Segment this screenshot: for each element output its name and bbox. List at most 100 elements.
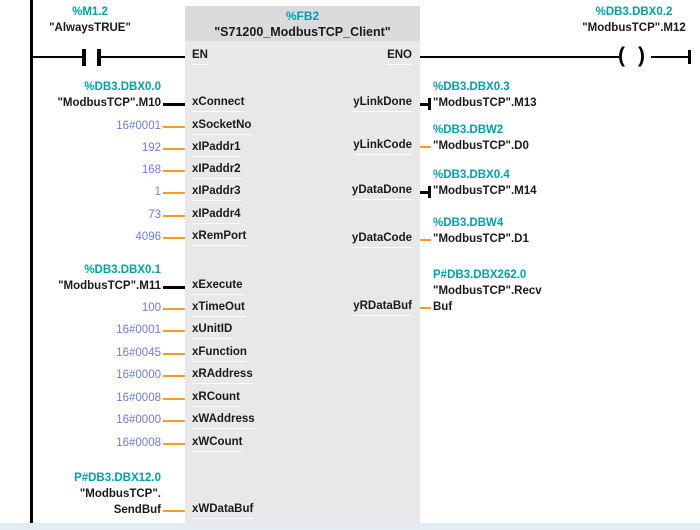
operand-line[interactable]: 100 [141, 302, 161, 314]
operand-xFunction[interactable]: 16#0045 [6, 345, 161, 361]
operand-line[interactable]: 192 [141, 142, 161, 154]
operand-xRAddress[interactable]: 16#0000 [6, 367, 161, 383]
operand-yLinkCode[interactable]: %DB3.DBW2 "ModbusTCP".D0 [433, 122, 613, 154]
operand-line[interactable]: 16#0000 [116, 414, 161, 426]
pin-xSocketNo[interactable]: xSocketNo [192, 118, 252, 135]
operand-line[interactable]: %DB3.DBX0.3 [433, 81, 510, 93]
pin-en[interactable]: EN [192, 48, 208, 65]
operand-line[interactable]: %DB3.DBW2 [433, 124, 504, 136]
fb-block-title[interactable]: "S71200_ModbusTCP_Client" [214, 25, 391, 39]
fb-instance-address[interactable]: %FB2 [285, 9, 320, 23]
operand-line[interactable]: 73 [148, 209, 161, 221]
operand-xExecute[interactable]: %DB3.DBX0.1 "ModbusTCP".M11 [6, 262, 161, 294]
operand-xIPaddr2[interactable]: 168 [6, 162, 161, 178]
operand-xSocketNo[interactable]: 16#0001 [6, 118, 161, 134]
output-wire-yDataCode [420, 239, 431, 241]
operand-xWCount[interactable]: 16#0008 [6, 435, 161, 451]
operand-line[interactable]: "ModbusTCP". [79, 488, 161, 500]
pin-yLinkDone[interactable]: yLinkDone [353, 95, 412, 112]
operand-xIPaddr1[interactable]: 192 [6, 140, 161, 156]
input-wire-xWAddress [163, 420, 185, 422]
contact-name[interactable]: "AlwaysTRUE" [49, 22, 131, 34]
operand-xConnect[interactable]: %DB3.DBX0.0 "ModbusTCP".M10 [6, 79, 161, 111]
operand-line[interactable]: "ModbusTCP".D0 [433, 140, 529, 152]
operand-line[interactable]: %DB3.DBX0.0 [84, 81, 161, 93]
operand-yDataCode[interactable]: %DB3.DBW4 "ModbusTCP".D1 [433, 215, 613, 247]
operand-line[interactable]: 1 [154, 186, 161, 198]
pin-xConnect[interactable]: xConnect [192, 95, 245, 112]
pin-xFunction[interactable]: xFunction [192, 345, 247, 362]
pin-eno[interactable]: ENO [387, 48, 412, 65]
output-wire-yDataDone [420, 191, 429, 194]
power-rail [30, 0, 33, 523]
operand-line[interactable]: "ModbusTCP".M10 [57, 97, 161, 109]
operand-yDataDone[interactable]: %DB3.DBX0.4 "ModbusTCP".M14 [433, 167, 613, 199]
pin-yDataCode[interactable]: yDataCode [351, 231, 412, 248]
operand-line[interactable]: 4096 [135, 231, 161, 243]
coil-operand[interactable]: %DB3.DBX0.2 "ModbusTCP".M12 [568, 4, 700, 36]
pin-xIPaddr3[interactable]: xIPaddr3 [192, 184, 241, 201]
pin-xRAddress[interactable]: xRAddress [192, 367, 253, 384]
operand-line[interactable]: "ModbusTCP".M13 [433, 97, 537, 109]
operand-yLinkDone[interactable]: %DB3.DBX0.3 "ModbusTCP".M13 [433, 79, 613, 111]
operand-line[interactable]: "ModbusTCP".M11 [58, 280, 161, 292]
pin-xIPaddr1[interactable]: xIPaddr1 [192, 140, 241, 157]
operand-line[interactable]: 16#0001 [116, 324, 161, 336]
operand-xRCount[interactable]: 16#0008 [6, 390, 161, 406]
pin-xExecute[interactable]: xExecute [192, 278, 243, 295]
operand-line[interactable]: 16#0001 [116, 120, 161, 132]
operand-line[interactable]: %DB3.DBW4 [433, 217, 504, 229]
operand-line[interactable]: %DB3.DBX0.4 [433, 169, 510, 181]
input-wire-xIPaddr2 [163, 170, 185, 172]
operand-line[interactable]: P#DB3.DBX12.0 [74, 472, 161, 484]
operand-line[interactable]: P#DB3.DBX262.0 [433, 269, 527, 281]
operand-line[interactable]: 16#0000 [116, 369, 161, 381]
operand-line[interactable]: 16#0008 [116, 392, 161, 404]
operand-xRemPort[interactable]: 4096 [6, 229, 161, 245]
fb-block-header[interactable]: %FB2 "S71200_ModbusTCP_Client" [185, 6, 420, 41]
input-wire-xWCount [163, 443, 185, 445]
coil-symbol[interactable]: ( [618, 44, 625, 67]
contact-address[interactable]: %M1.2 [72, 6, 108, 18]
operand-xTimeOut[interactable]: 100 [6, 300, 161, 316]
pin-yRDataBuf[interactable]: yRDataBuf [353, 299, 412, 316]
operand-line[interactable]: 16#0045 [116, 347, 161, 359]
rung-wire-to-en [100, 56, 185, 58]
pin-xIPaddr2[interactable]: xIPaddr2 [192, 162, 241, 179]
operand-line[interactable]: "ModbusTCP".Recv [433, 285, 542, 297]
contact-symbol[interactable] [97, 49, 101, 66]
input-wire-xConnect [163, 103, 185, 106]
coil-name[interactable]: "ModbusTCP".M12 [582, 22, 686, 34]
rung-wire-left [31, 56, 82, 58]
contact-operand[interactable]: %M1.2 "AlwaysTRUE" [25, 4, 155, 36]
pin-xIPaddr4[interactable]: xIPaddr4 [192, 207, 241, 224]
pin-xWDataBuf[interactable]: xWDataBuf [192, 502, 254, 519]
operand-line[interactable]: "ModbusTCP".D1 [433, 233, 529, 245]
operand-line[interactable]: Buf [433, 301, 453, 313]
operand-xUnitID[interactable]: 16#0001 [6, 322, 161, 338]
coil-address[interactable]: %DB3.DBX0.2 [595, 6, 673, 18]
pin-xRemPort[interactable]: xRemPort [192, 229, 247, 246]
operand-line[interactable]: SendBuf [113, 504, 161, 516]
pin-xWCount[interactable]: xWCount [192, 435, 243, 452]
pin-xRCount[interactable]: xRCount [192, 390, 240, 407]
fb-block-body[interactable] [185, 41, 420, 523]
operand-xWAddress[interactable]: 16#0000 [6, 412, 161, 428]
operand-xIPaddr4[interactable]: 73 [6, 207, 161, 223]
coil-wire-right [651, 56, 689, 58]
pin-yDataDone[interactable]: yDataDone [351, 183, 412, 200]
operand-xIPaddr3[interactable]: 1 [6, 184, 161, 200]
pin-yLinkCode[interactable]: yLinkCode [353, 138, 412, 155]
pin-xTimeOut[interactable]: xTimeOut [192, 300, 245, 317]
pin-xWAddress[interactable]: xWAddress [192, 412, 255, 429]
operand-line[interactable]: 16#0008 [116, 437, 161, 449]
pin-xUnitID[interactable]: xUnitID [192, 322, 233, 339]
operand-line[interactable]: %DB3.DBX0.1 [84, 264, 161, 276]
contact-symbol[interactable] [82, 49, 86, 66]
operand-xWDataBuf[interactable]: P#DB3.DBX12.0 "ModbusTCP". SendBuf [6, 470, 161, 518]
operand-line[interactable]: 168 [141, 164, 161, 176]
operand-line[interactable]: "ModbusTCP".M14 [433, 185, 537, 197]
coil-symbol[interactable]: ) [638, 44, 645, 67]
